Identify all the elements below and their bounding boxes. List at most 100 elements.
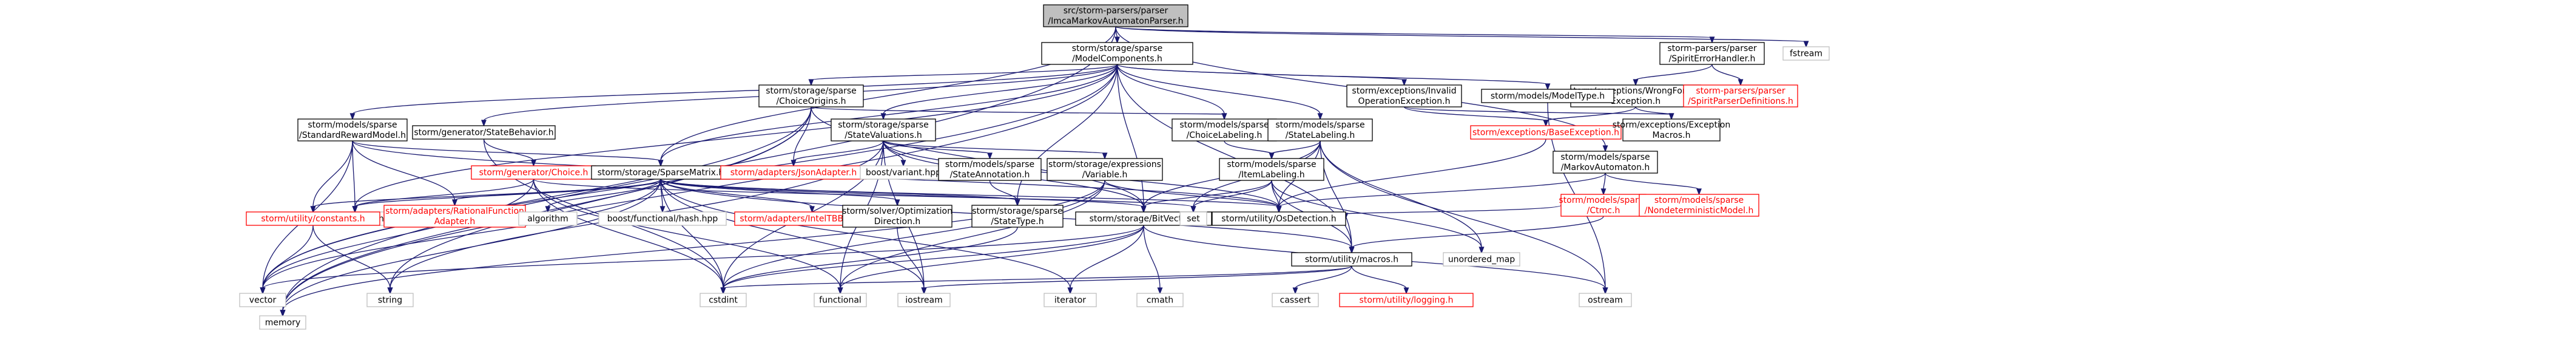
- node-stateannotation[interactable]: storm/models/sparse/StateAnnotation.h: [938, 158, 1042, 181]
- node-constants[interactable]: storm/utility/constants.h: [246, 211, 380, 226]
- edge-line: [1320, 140, 1352, 248]
- edge-statevaluations-to-stateannotation: [883, 140, 993, 160]
- node-statebehavior[interactable]: storm/generator/StateBehavior.h: [412, 125, 556, 140]
- node-bitvector[interactable]: storm/storage/BitVector.h: [1075, 211, 1212, 226]
- node-label-line: storm/models/sparse: [1560, 152, 1650, 162]
- node-statevaluations[interactable]: storm/storage/sparse/StateValuations.h: [831, 118, 936, 142]
- edge-arrowhead: [921, 287, 927, 295]
- node-vector: vector: [239, 293, 286, 307]
- node-spiritparserdefs[interactable]: storm-parsers/parser/SpiritParserDefinit…: [1683, 84, 1798, 107]
- edge-arrowhead: [1014, 199, 1020, 206]
- edge-arrowhead: [1602, 145, 1608, 152]
- edge-stdreward-to-rationalfunction: [352, 140, 457, 206]
- node-spiriterrorhandler[interactable]: storm-parsers/parser/SpiritErrorHandler.…: [1659, 42, 1765, 65]
- node-label-line: /ChoiceOrigins.h: [776, 97, 846, 106]
- edge-line: [1224, 140, 1272, 154]
- node-box: [1267, 118, 1373, 142]
- node-baseexception[interactable]: storm/exceptions/BaseException.h: [1470, 125, 1622, 140]
- node-cstdint: cstdint: [700, 293, 747, 307]
- edge-line: [660, 179, 724, 289]
- edge-arrowhead: [1403, 287, 1409, 295]
- edge-line: [1403, 106, 1672, 115]
- node-label-line: storm/storage/sparse: [1072, 44, 1163, 53]
- edge-arrowhead: [310, 206, 316, 213]
- edge-spiriterrorhandler-to-wrongformat: [1633, 64, 1713, 86]
- node-label-line: storm/storage/sparse: [838, 120, 929, 130]
- edge-line: [282, 179, 661, 312]
- edge-line: [793, 140, 884, 162]
- edge-line: [1635, 64, 1713, 81]
- node-statetype[interactable]: storm/storage/sparse/StateType.h: [971, 205, 1064, 228]
- edge-line: [533, 179, 841, 289]
- node-statelabeling[interactable]: storm/models/sparse/StateLabeling.h: [1267, 118, 1373, 142]
- node-stdreward[interactable]: storm/models/sparse/StandardRewardModel.…: [297, 118, 408, 142]
- node-iterator: iterator: [1044, 293, 1097, 307]
- node-box: [1579, 293, 1632, 307]
- edge-line: [1320, 140, 1482, 248]
- edge-arrowhead: [1633, 79, 1639, 86]
- node-label-line: storm/storage/SparseMatrix.h: [598, 168, 724, 178]
- edge-arrowhead: [1543, 120, 1549, 127]
- node-exprvariable[interactable]: storm/storage/expressions/Variable.h: [1047, 158, 1163, 181]
- node-choicelabeling[interactable]: storm/models/sparse/ChoiceLabeling.h: [1172, 118, 1277, 142]
- edge-arrowhead: [1292, 287, 1298, 295]
- node-box: [1339, 293, 1474, 307]
- node-osdetection[interactable]: storm/utility/OsDetection.h: [1212, 211, 1346, 226]
- node-choiceorigins[interactable]: storm/storage/sparse/ChoiceOrigins.h: [758, 84, 864, 107]
- node-root[interactable]: src/storm-parsers/parser/ImcaMarkovAutom…: [1043, 4, 1189, 27]
- node-nondetmodel[interactable]: storm/models/sparse/NondeterministicMode…: [1639, 194, 1759, 217]
- edge-arrowhead: [349, 113, 356, 120]
- edge-line: [660, 179, 813, 208]
- edge-line: [1104, 180, 1280, 208]
- edge-line: [660, 179, 1071, 289]
- edge-line: [454, 179, 661, 201]
- edge-exprvariable-to-osdetection: [1104, 180, 1282, 213]
- node-box: [1470, 125, 1622, 140]
- node-label-line: /ItemLabeling.h: [1238, 170, 1304, 180]
- node-macros[interactable]: storm/utility/macros.h: [1291, 252, 1412, 267]
- node-label-line: Exception.h: [1611, 97, 1661, 106]
- node-label-line: /Variable.h: [1082, 170, 1128, 180]
- edge-line: [883, 64, 1118, 115]
- node-sparsematrix[interactable]: storm/storage/SparseMatrix.h: [591, 165, 730, 180]
- edge-line: [1271, 180, 1482, 248]
- edge-line: [262, 106, 812, 289]
- edge-line: [352, 140, 456, 201]
- node-label-line: cstdint: [709, 296, 738, 305]
- node-label-line: storm/storage/BitVector.h: [1090, 214, 1198, 224]
- node-jsonadapter[interactable]: storm/adapters/JsonAdapter.h: [720, 165, 867, 180]
- edge-line: [354, 179, 534, 208]
- edge-line: [723, 225, 1144, 289]
- node-modelcomponents[interactable]: storm/storage/sparse/ModelComponents.h: [1041, 42, 1193, 65]
- node-choice[interactable]: storm/generator/Choice.h: [471, 165, 596, 180]
- edge-line: [282, 64, 1118, 312]
- node-ctmc[interactable]: storm/models/sparse/Ctmc.h: [1559, 194, 1648, 217]
- node-label-line: src/storm-parsers/parser: [1064, 6, 1168, 16]
- node-box: [1622, 118, 1721, 142]
- edge-bitvector-to-cmath: [1143, 225, 1163, 295]
- node-label-line: storm/models/sparse: [308, 120, 397, 130]
- edge-sparsematrix-to-bitvector: [660, 179, 1147, 213]
- node-itemlabeling[interactable]: storm/models/sparse/ItemLabeling.h: [1219, 158, 1324, 181]
- edge-bitvector-to-functional: [837, 225, 1144, 295]
- node-box: [831, 118, 936, 142]
- edge-line: [1635, 106, 1672, 115]
- node-modeltype[interactable]: storm/models/ModelType.h: [1481, 89, 1614, 103]
- edge-line: [262, 179, 534, 289]
- node-logging[interactable]: storm/utility/logging.h: [1339, 293, 1474, 307]
- node-box: [814, 293, 867, 307]
- node-invalidop[interactable]: storm/exceptions/InvalidOperationExcepti…: [1346, 84, 1462, 107]
- edge-arrowhead: [1738, 79, 1744, 86]
- edge-arrowhead: [1114, 36, 1120, 44]
- node-box: [1639, 194, 1759, 217]
- edge-choice-to-set: [533, 179, 1196, 213]
- node-label-line: iterator: [1054, 296, 1086, 305]
- node-box: [366, 293, 414, 307]
- edge-line: [660, 179, 663, 208]
- edge-line: [262, 225, 1144, 289]
- node-markovautomaton[interactable]: storm/models/sparse/MarkovAutomaton.h: [1553, 151, 1658, 174]
- edge-modelcomponents-to-statetype: [1014, 64, 1118, 206]
